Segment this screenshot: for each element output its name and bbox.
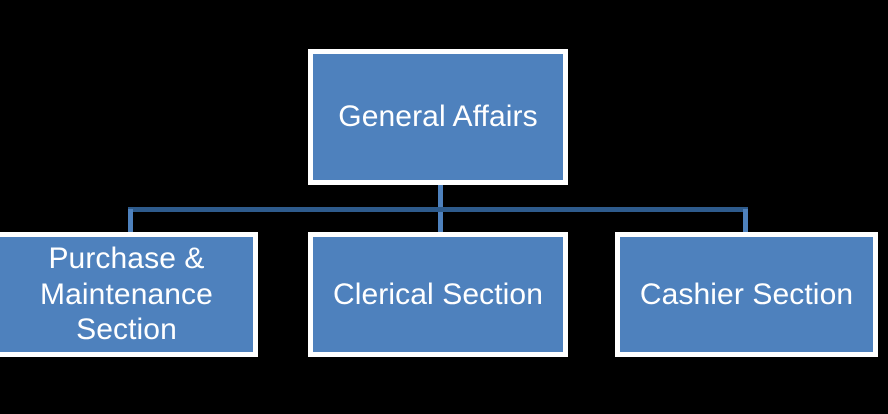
org-node-child-label: Clerical Section [332,277,544,311]
org-node-root[interactable]: General Affairs [308,49,568,185]
org-node-root-label: General Affairs [338,100,538,134]
org-node-clerical-section[interactable]: Clerical Section [308,232,568,357]
org-node-purchase-maintenance-section[interactable]: Purchase & Maintenance Section [0,232,258,357]
org-node-cashier-section[interactable]: Cashier Section [615,232,878,357]
org-node-child-label: Purchase & Maintenance Section [40,242,213,347]
org-node-child-label: Cashier Section [639,277,854,311]
